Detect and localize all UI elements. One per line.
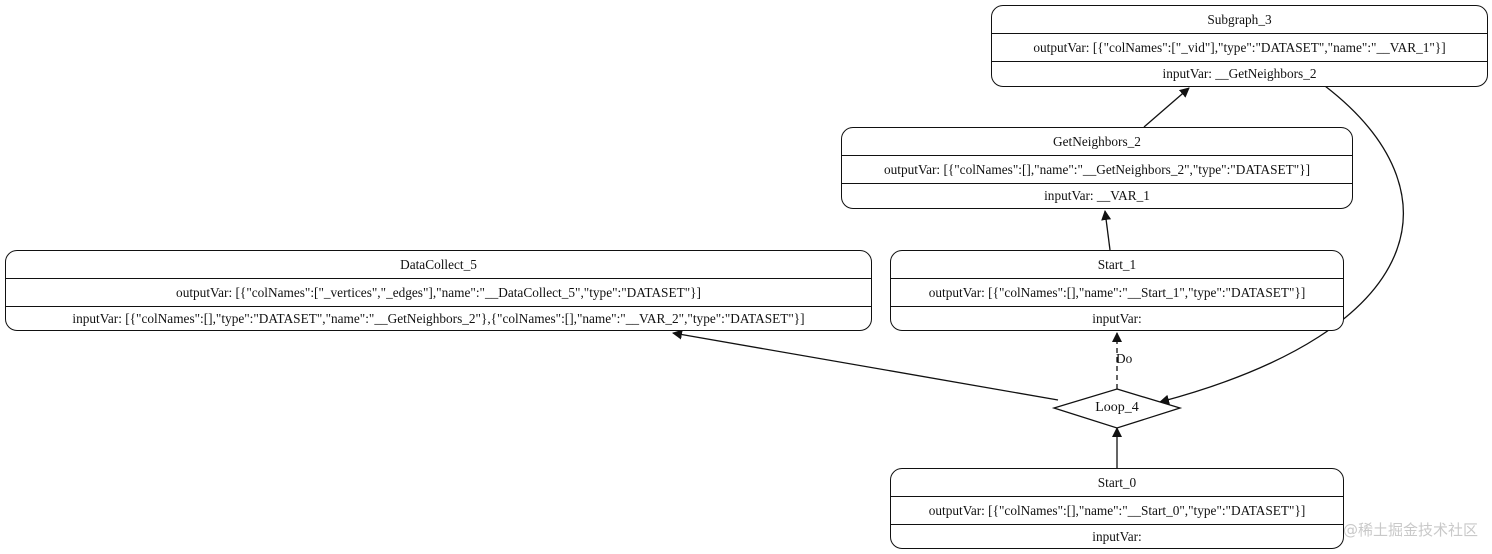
node-output-var: outputVar: [{"colNames":[],"name":"__Sta… — [891, 496, 1343, 524]
node-loop-4-label[interactable]: Loop_4 — [1095, 400, 1139, 415]
node-subgraph-3[interactable]: Subgraph_3 outputVar: [{"colNames":["_vi… — [991, 5, 1488, 87]
watermark: @稀土掘金技术社区 — [1342, 521, 1478, 539]
edge-start1-to-getneighbors — [1101, 210, 1112, 251]
node-title: Start_1 — [1097, 256, 1137, 272]
edge-subgraph-to-loop — [1159, 85, 1404, 405]
node-input-var: inputVar: — [891, 524, 1343, 548]
loop-4-diamond — [1051, 388, 1183, 429]
node-start-0[interactable]: Start_0 outputVar: [{"colNames":[],"name… — [890, 468, 1344, 549]
edge-label-do: Do — [1116, 351, 1133, 366]
node-input-var: inputVar: [{"colNames":[],"type":"DATASE… — [6, 306, 871, 330]
node-getneighbors-2[interactable]: GetNeighbors_2 outputVar: [{"colNames":[… — [841, 127, 1353, 209]
node-input-var: inputVar: — [891, 306, 1343, 330]
node-title: Start_0 — [1097, 474, 1137, 490]
node-input-var: inputVar: __VAR_1 — [842, 183, 1352, 208]
node-title: Subgraph_3 — [1207, 11, 1272, 27]
node-datacollect-5[interactable]: DataCollect_5 outputVar: [{"colNames":["… — [5, 250, 872, 331]
node-output-var: outputVar: [{"colNames":["_vid"],"type":… — [992, 33, 1487, 61]
node-title: DataCollect_5 — [400, 256, 477, 272]
edge-getneighbors-to-subgraph — [1143, 87, 1190, 128]
edge-loop-to-datacollect — [672, 329, 1059, 401]
node-start-1[interactable]: Start_1 outputVar: [{"colNames":[],"name… — [890, 250, 1344, 331]
node-output-var: outputVar: [{"colNames":[],"name":"__Sta… — [891, 278, 1343, 306]
node-title: GetNeighbors_2 — [1053, 133, 1141, 149]
node-output-var: outputVar: [{"colNames":[],"name":"__Get… — [842, 155, 1352, 183]
node-output-var: outputVar: [{"colNames":["_vertices","_e… — [6, 278, 871, 306]
node-input-var: inputVar: __GetNeighbors_2 — [992, 61, 1487, 86]
